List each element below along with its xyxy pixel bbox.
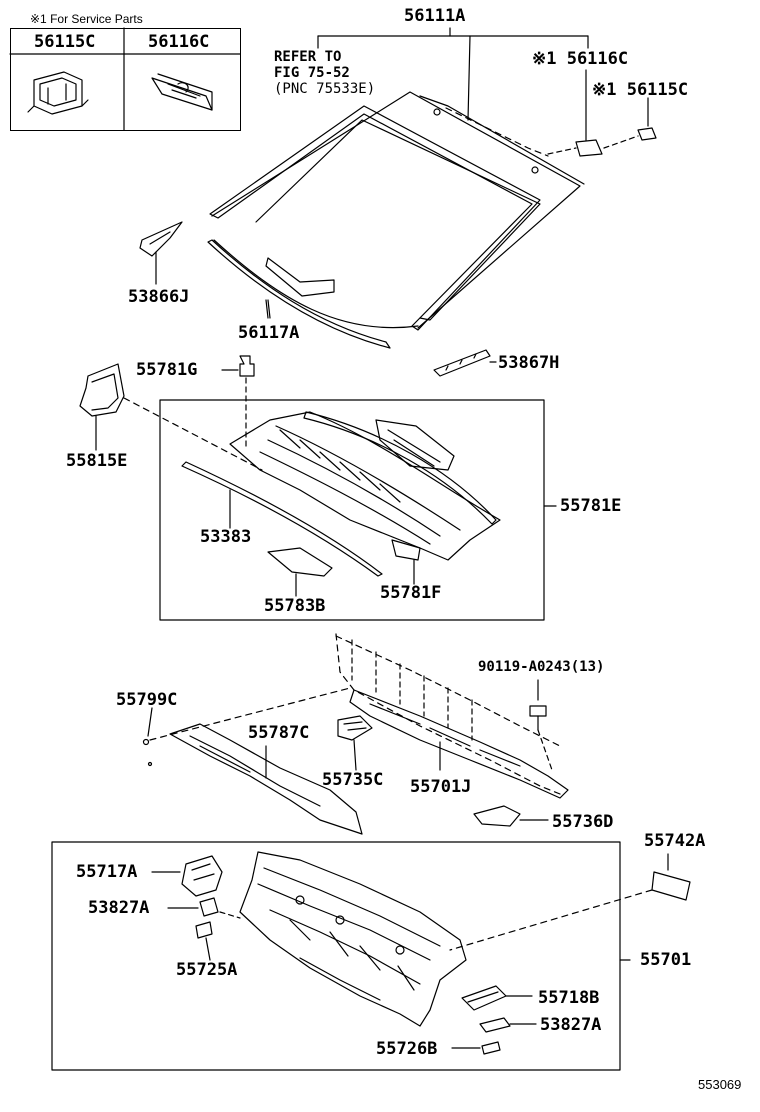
part-55799c-label: 55799C: [116, 690, 178, 710]
seal-55815e: [79, 363, 263, 471]
panel-55787c: [169, 723, 363, 835]
cowl-panel-55701j: [335, 633, 569, 799]
bracket-55717a: [151, 855, 223, 897]
part-55735c-label: 55735C: [322, 770, 384, 790]
bolt-90119: [529, 679, 553, 771]
part-55787c-label: 55787C: [248, 723, 310, 743]
part-55726b-label: 55726B: [376, 1039, 438, 1059]
part-53866j-label: 53866J: [128, 287, 190, 307]
part-55781f-label: 55781F: [380, 583, 442, 603]
bracket-53866j: [139, 221, 183, 285]
service-part-56115c-label: 56115C: [34, 32, 96, 52]
part-55781e-label: 55781E: [560, 496, 622, 516]
clip-55726b: [451, 1041, 501, 1055]
service-parts-box: [10, 28, 241, 131]
part-55717a-label: 55717A: [76, 862, 138, 882]
part-53867h-label: 53867H: [498, 353, 560, 373]
bracket-53827a-right: [479, 1017, 537, 1033]
plate-55783b: [267, 547, 333, 597]
part-56116c-label: ※1 56116C: [532, 49, 629, 69]
bracket-55735c: [337, 715, 373, 771]
part-55701j-label: 55701J: [410, 777, 472, 797]
windshield-glass: [211, 91, 585, 329]
group-box-55781e: [159, 399, 545, 621]
figure-number: 553069: [698, 1077, 742, 1092]
clip-56115c-icon: [27, 71, 89, 115]
service-parts-heading: ※1 For Service Parts: [30, 12, 143, 26]
part-56115c-label: ※1 56115C: [592, 80, 689, 100]
clip-55725a: [195, 921, 213, 961]
leader-56111a: [317, 27, 589, 121]
upper-molding: [209, 105, 541, 331]
lower-molding-56117a: [207, 239, 391, 349]
group-box-55701: [51, 841, 621, 1071]
part-55718b-label: 55718B: [538, 988, 600, 1008]
clip-56115c-on-glass: [603, 97, 657, 149]
service-parts-box-lines: [9, 27, 241, 131]
bracket-55736d: [473, 805, 549, 827]
part-53827a-left-label: 53827A: [88, 898, 150, 918]
part-53827a-right-label: 53827A: [540, 1015, 602, 1035]
dash-panel-55701: [239, 851, 467, 1027]
part-53383-label: 53383: [200, 527, 252, 547]
bracket-53827a-left: [167, 897, 241, 919]
part-55742a-label: 55742A: [644, 831, 706, 851]
service-part-56116c-label: 56116C: [148, 32, 210, 52]
seal-53383: [181, 461, 383, 577]
pad-55742a: [449, 853, 691, 951]
part-55725a-label: 55725A: [176, 960, 238, 980]
clip-56116c-icon: [151, 73, 213, 111]
clip-55781g: [221, 355, 255, 451]
clip-56116c-on-glass: [547, 69, 603, 157]
leader-56117a: [267, 299, 271, 319]
part-55815e-label: 55815E: [66, 451, 128, 471]
part-90119-label: 90119-A0243(13): [478, 659, 605, 675]
part-55781g-label: 55781G: [136, 360, 198, 380]
part-56111a-label: 56111A: [404, 6, 466, 26]
refer-to-line2: FIG 75-52: [274, 65, 350, 81]
clip-55799c: [142, 687, 351, 767]
part-56117a-label: 56117A: [238, 323, 300, 343]
bracket-55718b: [461, 985, 533, 1011]
bracket-53867h: [433, 349, 497, 377]
part-55701-label: 55701: [640, 950, 692, 970]
part-55783b-label: 55783B: [264, 596, 326, 616]
part-55736d-label: 55736D: [552, 812, 614, 832]
refer-to-line3: (PNC 75533E): [274, 81, 376, 97]
cowl-louver-55781e: [229, 411, 501, 561]
refer-to-line1: REFER TO: [274, 49, 342, 65]
